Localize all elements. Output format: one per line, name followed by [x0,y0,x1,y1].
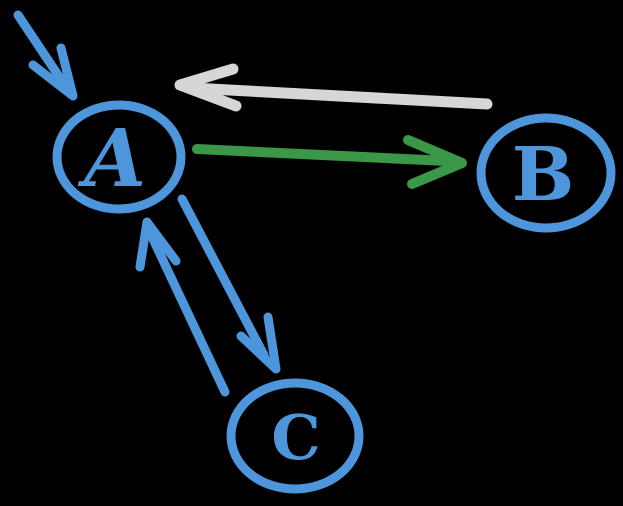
node-c-label: C [271,401,320,474]
edge-a-to-b[interactable] [192,135,467,189]
edge-a-to-c[interactable] [177,194,281,374]
edge-b-to-a-shaft [186,82,493,110]
node-a-label: A [77,111,146,205]
edge-c-to-a-arrowhead-icon [135,217,181,272]
edge-c-to-a[interactable] [135,217,230,397]
edge-a-to-b-arrowhead-icon [403,135,467,189]
incoming-arrow-shaft [13,10,75,98]
node-a[interactable]: A [52,100,186,214]
node-a-circle [52,100,186,214]
edge-a-to-c-shaft [177,194,269,360]
node-b-label: B [512,132,575,218]
edge-b-to-a[interactable] [174,63,493,112]
incoming-arrowhead-icon [28,43,78,101]
node-c[interactable]: C [226,378,364,494]
node-b-circle [476,113,616,233]
edge-c-to-a-shaft [147,232,230,397]
node-c-circle [226,378,364,494]
node-b[interactable]: B [476,113,616,233]
edge-incoming-to-a[interactable] [13,10,78,101]
edge-a-to-c-arrowhead-icon [236,312,281,374]
edge-a-to-b-shaft [192,144,452,166]
edge-b-to-a-arrowhead-icon [174,63,242,112]
